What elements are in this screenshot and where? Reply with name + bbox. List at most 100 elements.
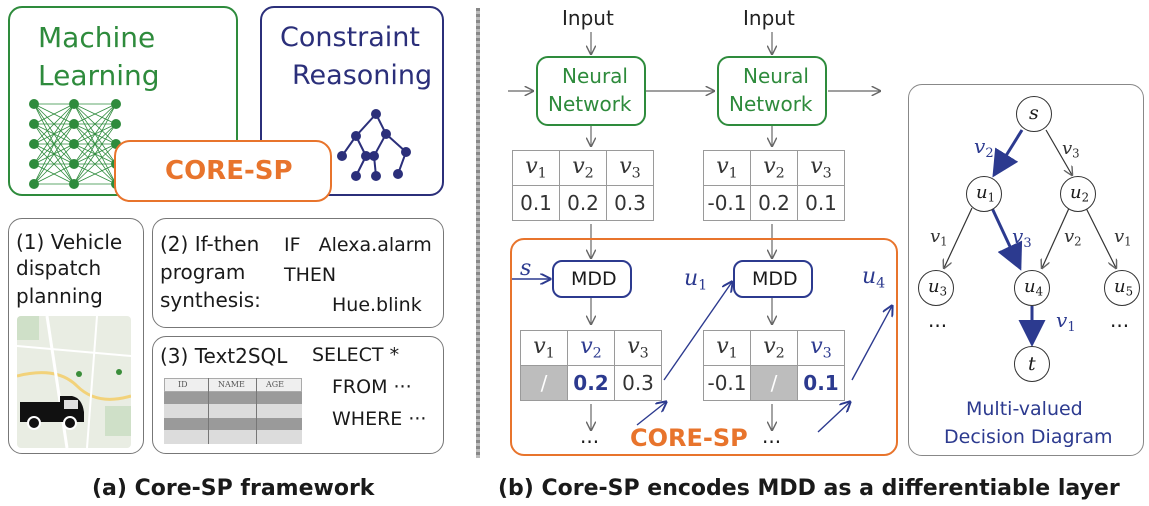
edge-label-u1-u3: v1 [930, 226, 948, 249]
panel-divider [476, 8, 480, 458]
edge-label-s-u1: v2 [974, 134, 994, 161]
node-u5-sub: 5 [1125, 284, 1134, 299]
nn-node [69, 119, 79, 129]
v1-header: v1 [703, 330, 751, 366]
u4-subscript: 4 [876, 275, 886, 292]
table-cell: 0.1 [797, 185, 845, 221]
caption-a: (a) Core-SP framework [92, 476, 375, 501]
edge-label-u2-u5: v1 [1114, 226, 1132, 249]
node-u4-sub: 4 [1035, 284, 1044, 299]
masked-table-1: v1 v2 v3 / 0.2 0.3 [520, 330, 662, 401]
v3-header: v3 [606, 150, 654, 186]
prob-table-2: v1 v2 v3 -0.1 0.2 0.1 [703, 150, 845, 221]
u1-letter: u [684, 266, 699, 291]
nn-node [29, 139, 39, 149]
u1-label: u1 [684, 268, 707, 293]
edge-label-sub: 3 [1072, 146, 1080, 161]
v3-header: v3 [797, 330, 845, 366]
v2-header: v2 [750, 150, 798, 186]
v1-header: v1 [512, 150, 560, 186]
node-u1-label: u1 [976, 182, 996, 205]
mdd-node-t [1014, 346, 1050, 382]
masked-cell: / [750, 365, 798, 401]
mdd-node-u1 [966, 176, 1002, 212]
nn-edge [33, 103, 75, 125]
node-u1-sub: 1 [987, 190, 996, 205]
selected-cell: 0.2 [567, 365, 615, 401]
neural-network-box-1 [536, 56, 646, 126]
ml-label-line2: Learning [38, 59, 160, 92]
mdd-dots-right: ··· [1110, 314, 1130, 338]
edge-label-sub: 3 [1023, 235, 1032, 251]
task2-code2: THEN [284, 264, 337, 286]
node-u3-sub: 3 [939, 284, 948, 299]
nn-edge [73, 103, 117, 165]
nn1-line2: Network [548, 92, 632, 116]
task2-code1: IF Alexa.alarm [284, 234, 432, 256]
table-cell: 0.3 [614, 365, 662, 401]
tree-icon [337, 109, 411, 181]
task2-line1: (2) If-then [160, 232, 260, 256]
mdd-node-u4 [1014, 270, 1050, 306]
task3-code3: WHERE ··· [332, 408, 427, 430]
nn-node [111, 119, 121, 129]
nn-edge [73, 143, 117, 185]
masked-cell: / [520, 365, 568, 401]
mdd-box-2 [733, 260, 813, 298]
cr-label-line1: Constraint [280, 22, 420, 53]
nn-node [29, 179, 39, 189]
edge-label-sub: 2 [985, 145, 994, 161]
edge-label-u4-t: v1 [1056, 308, 1076, 335]
task1-line3: planning [16, 284, 103, 308]
prob-table-1: v1 v2 v3 0.1 0.2 0.3 [512, 150, 654, 221]
selected-cell: 0.1 [797, 365, 845, 401]
core-sp-frame [510, 238, 898, 456]
v3-header: v3 [797, 150, 845, 186]
edge-label-u1-u4: v3 [1012, 224, 1032, 251]
table-cell: 0.2 [750, 185, 798, 221]
task3-title: (3) Text2SQL [160, 344, 288, 368]
nn-node [111, 99, 121, 109]
node-u2-sub: 2 [1081, 190, 1090, 205]
v2-header: v2 [750, 330, 798, 366]
s-label: s [520, 256, 532, 281]
nn2-line1: Neural [743, 64, 809, 88]
ml-label-line1: Machine [38, 21, 156, 54]
task2-line3: synthesis: [160, 288, 261, 312]
mdd-node-u3 [918, 270, 954, 306]
core-sp-label-b: CORE-SP [630, 424, 748, 452]
nn-edge [73, 123, 117, 185]
node-u5-label: u5 [1114, 276, 1134, 299]
mdd-diagram-box [908, 84, 1144, 456]
sql-table-thumbnail: ID NAME AGE [164, 378, 302, 446]
v3-header: v3 [614, 330, 662, 366]
task2-code3: Hue.blink [332, 294, 422, 316]
nn-edge [73, 103, 117, 145]
core-sp-label: CORE-SP [165, 156, 293, 186]
task3-code1: SELECT * [312, 344, 400, 366]
task3-code2: FROM ··· [332, 376, 412, 398]
node-u2-label: u2 [1070, 182, 1090, 205]
task1-box [8, 218, 144, 454]
nn-edge [33, 163, 75, 185]
van-icon [20, 396, 84, 430]
task2-line2: program [160, 260, 246, 284]
caption-b: (b) Core-SP encodes MDD as a differentia… [498, 476, 1120, 501]
node-s-label: s [1029, 102, 1039, 124]
mdd-node-u2 [1060, 176, 1096, 212]
nn-edge [33, 103, 75, 185]
table-cell: -0.1 [703, 185, 751, 221]
nn-edge [33, 103, 75, 145]
mdd-node-u5 [1104, 270, 1140, 306]
mdd-title-line2: Decision Diagram [944, 426, 1113, 448]
task3-box [152, 336, 444, 454]
nn-node [29, 159, 39, 169]
mdd-dots-left: ··· [928, 314, 948, 338]
nn1-line1: Neural [562, 64, 628, 88]
dots-1: ··· [580, 430, 600, 454]
nn-node [69, 139, 79, 149]
nn-edge [33, 123, 75, 185]
v2-header: v2 [559, 150, 607, 186]
